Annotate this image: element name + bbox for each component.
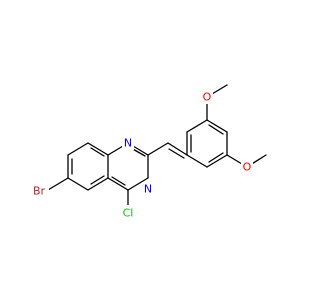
- bond: [87, 177, 109, 191]
- atom-label-n1: N: [124, 137, 132, 150]
- bond: [186, 119, 208, 133]
- bond: [107, 177, 129, 191]
- atom-label-o-bottom: O: [243, 161, 252, 174]
- atom-label-o-top: O: [203, 91, 212, 104]
- atom-label-br: Br: [33, 185, 46, 198]
- bond-layer: [47, 84, 267, 213]
- atom-label-layer: N N Br Cl O O: [29, 90, 253, 220]
- bond: [208, 124, 224, 135]
- bond: [90, 175, 105, 185]
- bond: [90, 147, 105, 157]
- bond: [127, 177, 149, 191]
- bond: [111, 176, 126, 186]
- molecule-structure: N N Br Cl O O: [29, 84, 267, 220]
- bond: [208, 152, 224, 163]
- bond: [186, 154, 208, 168]
- bond: [206, 119, 228, 133]
- bond: [67, 142, 89, 156]
- bond: [147, 142, 169, 156]
- bond: [167, 142, 188, 156]
- bond: [67, 177, 89, 191]
- bond: [87, 142, 109, 156]
- bond: [206, 154, 228, 168]
- bond: [47, 177, 69, 191]
- atom-label-n3: N: [144, 183, 152, 196]
- bond: [168, 148, 185, 159]
- atom-label-cl: Cl: [123, 207, 134, 220]
